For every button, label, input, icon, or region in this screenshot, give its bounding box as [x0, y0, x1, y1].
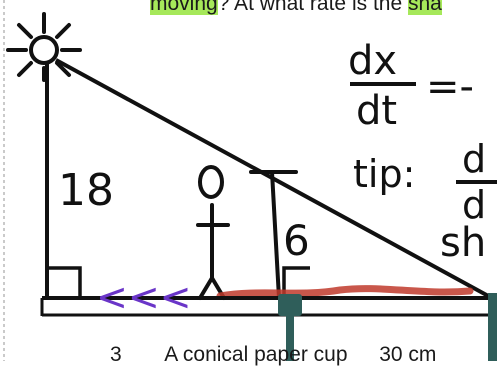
tip-label: tip:: [353, 152, 415, 196]
person-height-post: [249, 170, 298, 300]
problem-text: A conical paper cup: [164, 343, 348, 366]
highlighted-word-2: sha: [407, 0, 442, 15]
position-marker: [278, 294, 302, 361]
right-angle-mark-pole: [47, 266, 82, 298]
light-height-label: 18: [58, 165, 114, 216]
shadow-marker: [216, 285, 474, 300]
rate-denominator: dt: [356, 88, 397, 134]
person-height-label: 6: [283, 216, 310, 265]
problem-text-2: 30 cm: [379, 343, 437, 366]
tip-denominator: d: [462, 183, 486, 227]
motion-arrows: <<<: [96, 275, 192, 319]
highlighted-word: moving: [150, 0, 218, 15]
problem-footer-line: 3 A conical paper cup 30 cm: [110, 343, 436, 367]
tip-numerator: d: [462, 137, 486, 181]
light-source-icon: [6, 12, 82, 82]
problem-header-line: moving? At what rate is the sha: [150, 0, 442, 16]
problem-number: 3: [110, 343, 122, 366]
ground-line: [40, 296, 497, 317]
rate-equals: =-: [426, 64, 474, 110]
header-text: ? At what rate is the: [217, 0, 408, 15]
right-angle-mark-person: [282, 266, 310, 298]
person-figure: [196, 165, 230, 300]
shadow-label: sh: [440, 220, 486, 266]
tip-marker: [488, 293, 497, 361]
rate-numerator: dx: [348, 38, 397, 84]
